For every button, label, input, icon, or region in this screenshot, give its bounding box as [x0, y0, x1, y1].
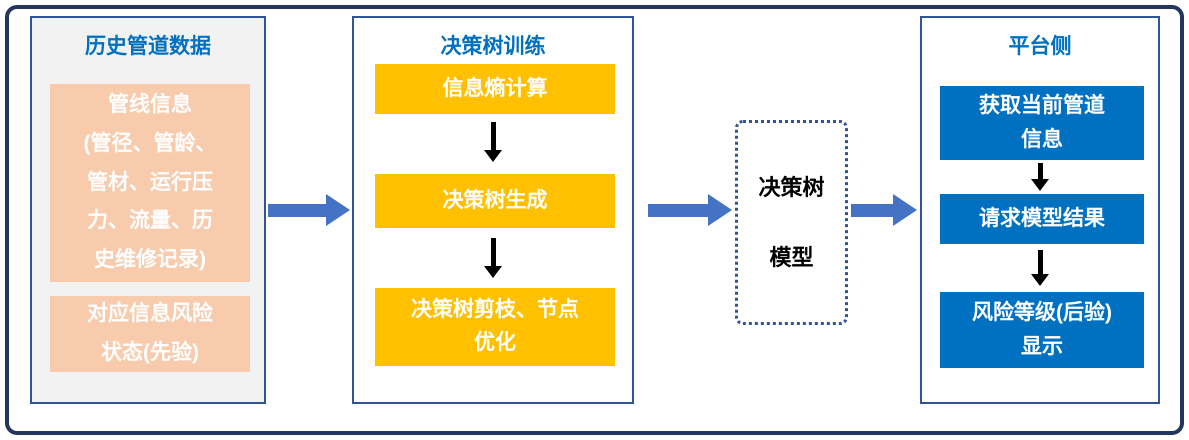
arrow-head — [484, 266, 502, 278]
arrow-head — [708, 194, 732, 226]
arrow-down-icon — [1031, 250, 1049, 286]
get-pipeline-info-box: 获取当前管道 信息 — [940, 86, 1144, 160]
training-panel: 决策树训练 信息熵计算 决策树生成 决策树剪枝、节点 优化 — [352, 16, 634, 404]
arrow-training-to-model-icon — [648, 194, 732, 226]
arrow-stem — [1037, 163, 1043, 179]
step-entropy-box: 信息熵计算 — [375, 64, 615, 114]
arrow-stem — [490, 238, 496, 266]
arrow-head — [1031, 179, 1049, 191]
risk-level-display-box: 风险等级(后验) 显示 — [940, 292, 1144, 368]
arrow-head — [893, 194, 917, 226]
risk-state-box: 对应信息风险 状态(先验) — [50, 296, 250, 372]
arrow-head — [1031, 274, 1049, 286]
platform-panel-title: 平台侧 — [1008, 35, 1072, 58]
request-model-result-box: 请求模型结果 — [940, 194, 1144, 244]
arrow-model-to-platform-icon — [851, 194, 917, 226]
history-panel-title: 历史管道数据 — [85, 35, 211, 58]
step-tree-generation-box: 决策树生成 — [375, 174, 615, 228]
arrow-down-icon — [484, 122, 502, 162]
arrow-down-icon — [484, 238, 502, 278]
platform-panel: 平台侧 获取当前管道 信息 请求模型结果 风险等级(后验) 显示 — [920, 16, 1160, 404]
step-pruning-box: 决策树剪枝、节点 优化 — [375, 288, 615, 366]
arrow-shaft — [851, 203, 893, 217]
arrow-head — [484, 150, 502, 162]
arrow-stem — [1037, 250, 1043, 274]
arrow-head — [326, 194, 350, 226]
decision-tree-model-box: 决策树 模型 — [735, 120, 848, 325]
arrow-shaft — [268, 203, 326, 217]
training-panel-title: 决策树训练 — [440, 35, 546, 58]
arrow-down-icon — [1031, 163, 1049, 191]
arrow-shaft — [648, 203, 708, 217]
arrow-stem — [490, 122, 496, 150]
arrow-history-to-training-icon — [268, 194, 350, 226]
pipeline-info-box: 管线信息 (管径、管龄、 管材、运行压 力、流量、历 史维修记录) — [50, 84, 250, 282]
history-data-panel: 历史管道数据 管线信息 (管径、管龄、 管材、运行压 力、流量、历 史维修记录)… — [30, 16, 266, 404]
